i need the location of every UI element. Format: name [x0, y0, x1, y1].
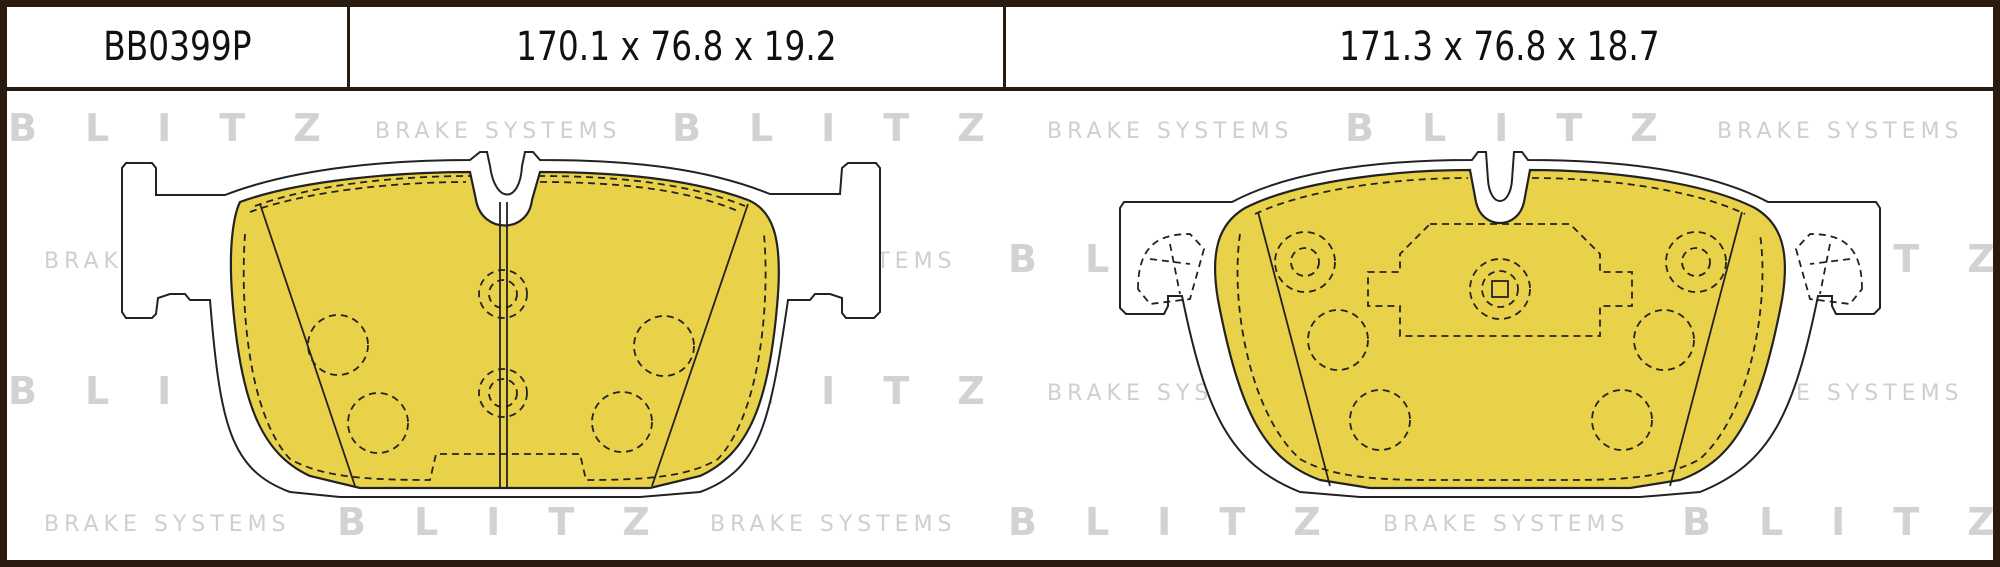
left-center-slot: [499, 202, 508, 489]
watermark-tagline: BRAKE SYSTEMS: [1717, 119, 1964, 144]
header-row: BB0399P 170.1 x 76.8 x 19.2 171.3 x 76.8…: [7, 7, 1993, 91]
right-hole: [1307, 309, 1369, 371]
part-number: BB0399P: [102, 24, 252, 70]
left-pin-circle-inner: [488, 279, 518, 309]
left-pin-circle: [478, 368, 528, 418]
watermark-brand: BLITZ: [1008, 500, 1369, 544]
dimensions-left-cell: 170.1 x 76.8 x 19.2: [350, 7, 1006, 87]
right-hole: [1349, 389, 1411, 451]
watermark-brand: BLITZ: [672, 106, 1033, 150]
right-chamfer-line-right: [1669, 211, 1743, 487]
watermark-brand: BLITZ: [337, 500, 698, 544]
watermark-tagline: BRAKE SYSTEMS: [44, 512, 291, 537]
left-pin-circle-inner: [488, 378, 518, 408]
right-pin-circle-inner: [1481, 270, 1519, 308]
right-hole: [1665, 231, 1727, 293]
watermark-tagline: BRAKE SYSTEMS: [1383, 512, 1630, 537]
right-friction-material: [1213, 168, 1787, 490]
brake-pad-drawing: BLITZ BRAKE SYSTEMS BLITZ BRAKE SYSTEMS …: [8, 106, 2000, 544]
watermark-tagline: BRAKE SYSTEMS: [375, 119, 622, 144]
right-hole: [1681, 247, 1711, 277]
left-chamfer-line-right: [651, 203, 749, 487]
right-hole: [1274, 231, 1336, 293]
right-left-ear: [1137, 233, 1206, 305]
right-pin-square: [1491, 280, 1509, 298]
part-number-cell: BB0399P: [7, 7, 350, 87]
left-brake-pad: [121, 151, 881, 498]
left-inner-edge: [242, 181, 767, 481]
watermark-tagline: BRAKE SYSTEMS: [710, 512, 957, 537]
right-hole: [1633, 309, 1695, 371]
left-hole: [347, 392, 409, 454]
right-inner-edge: [1236, 233, 1764, 481]
left-top-groove: [254, 175, 746, 207]
right-hole: [1591, 389, 1653, 451]
left-hole: [633, 315, 695, 377]
watermark-tagline: BRAKE SYSTEMS: [1047, 119, 1294, 144]
watermark-brand: BLITZ: [1682, 500, 2000, 544]
right-right-ear: [1794, 233, 1863, 305]
dimensions-left: 170.1 x 76.8 x 19.2: [516, 24, 837, 70]
right-hole: [1290, 247, 1320, 277]
left-hole: [591, 391, 653, 453]
left-friction-material: [229, 170, 780, 490]
left-pin-circle: [478, 269, 528, 319]
right-pin-circle: [1469, 258, 1531, 320]
dimensions-right: 171.3 x 76.8 x 18.7: [1339, 24, 1660, 70]
right-top-groove: [1254, 177, 1746, 215]
right-chamfer-line-left: [1257, 211, 1331, 487]
left-chamfer-line-left: [259, 203, 356, 487]
dimensions-right-cell: 171.3 x 76.8 x 18.7: [1006, 7, 1993, 87]
right-center-bracket: [1367, 223, 1633, 337]
right-brake-pad: [1119, 151, 1881, 498]
watermark-brand: BLITZ: [1345, 106, 1706, 150]
left-hole: [307, 314, 369, 376]
watermark-brand: BLITZ: [8, 106, 369, 150]
